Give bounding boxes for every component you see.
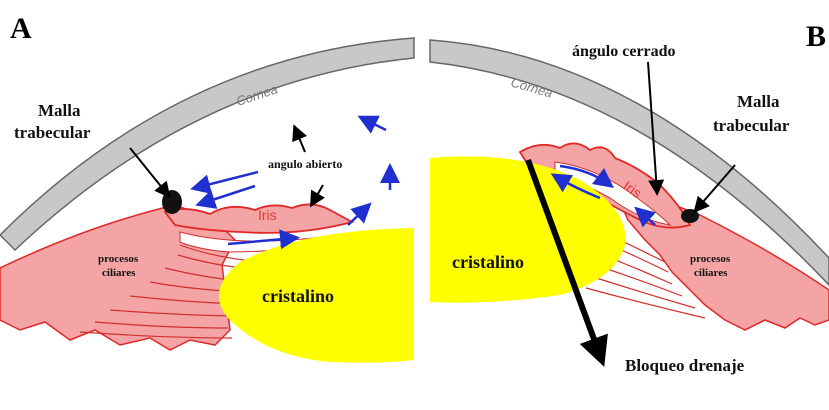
procesos-label-right-1: procesos [690, 253, 731, 265]
procesos-label-left-2: ciliares [102, 267, 136, 279]
angulo-abierto-label: angulo abierto [268, 157, 342, 171]
malla-label-right-2: trabecular [713, 116, 790, 135]
cristalino-label-right: cristalino [452, 252, 524, 272]
angulo-cerrado-label: ángulo cerrado [572, 43, 676, 60]
malla-label-left-2: trabecular [14, 123, 91, 142]
panel-a [0, 38, 414, 363]
iris-label-left: Iris [258, 207, 277, 223]
cristalino-label-left: cristalino [262, 286, 334, 306]
malla-label-right-1: Malla [737, 92, 780, 111]
trabecular-meshwork-right [681, 209, 699, 223]
bloqueo-drenaje-label: Bloqueo drenaje [625, 356, 745, 375]
panel-label-b: B [806, 20, 826, 53]
panel-label-a: A [10, 12, 32, 45]
procesos-label-right-2: ciliares [694, 267, 728, 279]
procesos-label-left-1: procesos [98, 253, 139, 265]
trabecular-meshwork-left [162, 190, 182, 214]
malla-label-left-1: Malla [38, 101, 81, 120]
